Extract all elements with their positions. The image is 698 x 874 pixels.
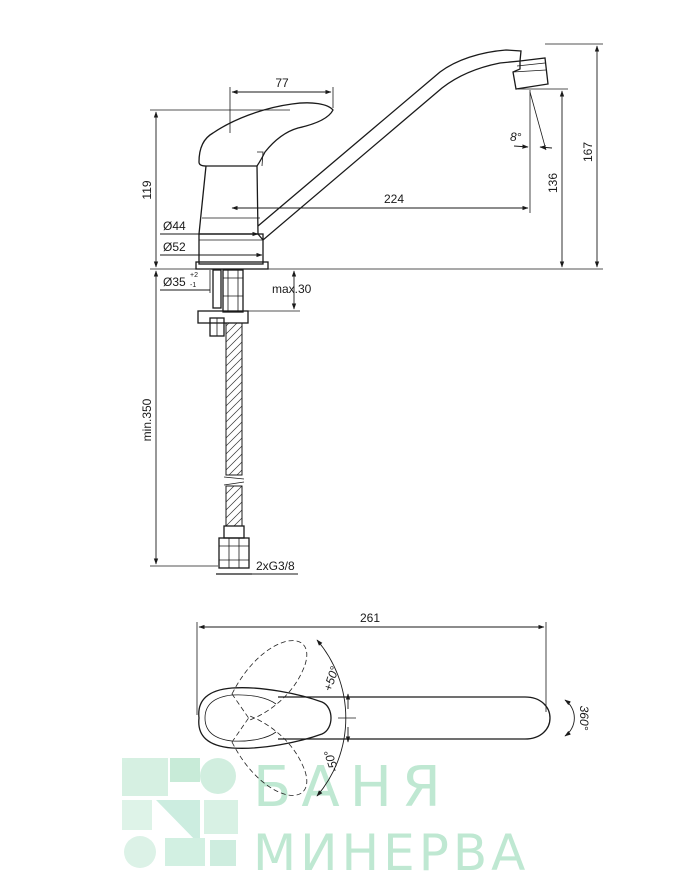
dim-diameters: Ø44 Ø52 Ø35 +2 -1	[160, 219, 263, 293]
dim-label-max30: max.30	[272, 282, 312, 296]
dim-label-136: 136	[546, 173, 560, 193]
ghost-handle-minus	[231, 715, 308, 796]
watermark-logo	[122, 758, 238, 868]
top-handle	[198, 687, 332, 749]
dim-label-d35: Ø35	[163, 275, 186, 289]
dim-outlet-height: 136	[518, 88, 568, 268]
faucet-body	[198, 165, 259, 235]
dim-label-167: 167	[581, 142, 595, 162]
dim-label-d52: Ø52	[163, 240, 186, 254]
dim-min-hose: min.350	[140, 270, 218, 567]
aerator	[512, 57, 549, 90]
dim-tol-lower: -1	[190, 282, 196, 289]
faucet-side-view	[195, 49, 549, 270]
dim-body-height: 119	[140, 109, 290, 270]
watermark-line1: БАНЯ	[253, 755, 451, 820]
dim-label-360: 360°	[577, 706, 591, 731]
base-flange	[198, 233, 264, 265]
dim-top-length: 261	[196, 611, 547, 715]
dim-hose-thread: 2xG3/8	[218, 559, 298, 575]
dim-label-261: 261	[360, 611, 380, 625]
dim-label-77: 77	[275, 76, 289, 90]
spout	[257, 49, 522, 241]
dim-label-d44: Ø44	[163, 219, 186, 233]
dim-label-minus50: -50°	[321, 748, 341, 774]
dim-label-min350: min.350	[140, 398, 154, 441]
flexible-hose	[216, 322, 252, 575]
dim-label-thread: 2xG3/8	[256, 559, 295, 573]
dim-total-height: 167	[268, 43, 603, 270]
dim-label-plus50: +50°	[321, 664, 342, 692]
dim-tol-upper: +2	[190, 272, 198, 279]
dim-spout-reach: 224	[231, 90, 531, 213]
dim-lever-reach: 77	[229, 76, 334, 133]
dim-max-deck: max.30	[248, 270, 312, 312]
swivel-indicator: 360°	[564, 699, 591, 737]
ghost-handle-plus	[231, 640, 308, 721]
top-spout	[278, 696, 551, 740]
dim-label-8deg: 8°	[510, 130, 522, 144]
dim-label-119: 119	[140, 180, 154, 199]
dim-spout-angle: 8°	[510, 91, 553, 151]
dim-label-224: 224	[384, 192, 404, 206]
watermark-line2: МИНЕРВА	[253, 824, 529, 874]
lever-handle	[198, 102, 334, 167]
mounting-assembly	[197, 269, 249, 337]
